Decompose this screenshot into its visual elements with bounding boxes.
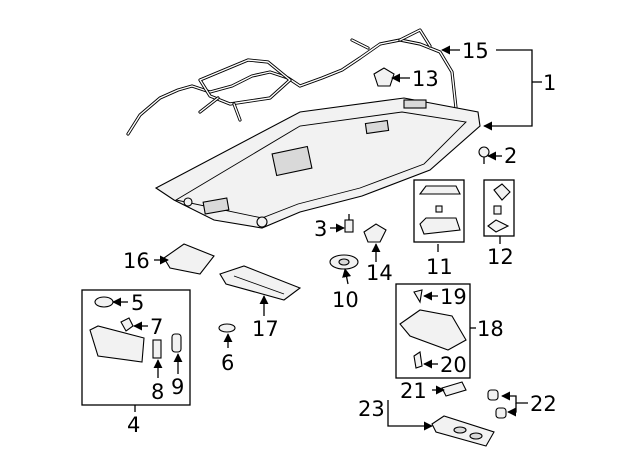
- callout-10: 10: [332, 288, 359, 312]
- callout-14: 14: [366, 261, 393, 285]
- box-18: [395, 283, 471, 379]
- part-10-drawing: [329, 254, 359, 270]
- callout-15: 15: [462, 39, 489, 63]
- callout-21: 21: [400, 379, 427, 403]
- part-11-clip-drawing: [435, 205, 443, 213]
- callout-2: 2: [504, 144, 517, 168]
- part-16-drawing: [163, 243, 215, 275]
- part-21-drawing: [441, 381, 467, 397]
- part-8-drawing: [152, 339, 162, 359]
- part-11-top-drawing: [418, 185, 461, 195]
- callout-1: 1: [543, 71, 556, 95]
- part-13-drawing: [373, 67, 395, 87]
- part-9-drawing: [171, 333, 182, 353]
- callout-23: 23: [358, 397, 385, 421]
- part-2-drawing: [478, 146, 490, 164]
- part-12-top-drawing: [493, 183, 511, 201]
- callout-13: 13: [412, 67, 439, 91]
- part-5-drawing: [94, 296, 114, 308]
- part-7-drawing: [120, 317, 134, 332]
- part-23-drawing: [431, 415, 495, 447]
- part-3-drawing: [344, 214, 354, 233]
- part-18-drawing: [399, 309, 467, 351]
- callout-6: 6: [221, 351, 234, 375]
- part-22-drawing: [487, 389, 507, 419]
- part-17-drawing: [219, 265, 302, 301]
- callout-22: 22: [530, 392, 557, 416]
- headliner-drawing: [154, 97, 481, 229]
- wiring-harness-drawing: [126, 28, 458, 136]
- visor-drawing: [89, 325, 145, 363]
- part-11-base-drawing: [419, 217, 461, 235]
- callout-20: 20: [440, 353, 467, 377]
- leader-lines: [112, 45, 542, 431]
- callout-9: 9: [171, 375, 184, 399]
- callout-5: 5: [131, 291, 144, 315]
- part-12-base-drawing: [487, 219, 510, 233]
- callout-16: 16: [123, 249, 150, 273]
- part-6-drawing: [218, 323, 236, 333]
- callout-17: 17: [252, 317, 279, 341]
- callout-18: 18: [477, 317, 504, 341]
- callout-8: 8: [151, 380, 164, 404]
- callout-12: 12: [487, 245, 514, 269]
- callout-4: 4: [127, 413, 140, 437]
- part-20-drawing: [413, 351, 423, 369]
- callout-7: 7: [150, 315, 163, 339]
- part-12-clip-drawing: [493, 205, 502, 215]
- box-11: [413, 179, 465, 243]
- callout-11: 11: [426, 255, 453, 279]
- callout-19: 19: [440, 285, 467, 309]
- part-19-drawing: [413, 289, 423, 304]
- callout-3: 3: [314, 217, 327, 241]
- callout-labels: 1 2 3 4 5 6 7 8 9 10 11 12 13 14 15 16 1…: [123, 39, 557, 437]
- part-14-drawing: [363, 223, 387, 243]
- box-4: [81, 289, 191, 406]
- box-12: [483, 179, 515, 237]
